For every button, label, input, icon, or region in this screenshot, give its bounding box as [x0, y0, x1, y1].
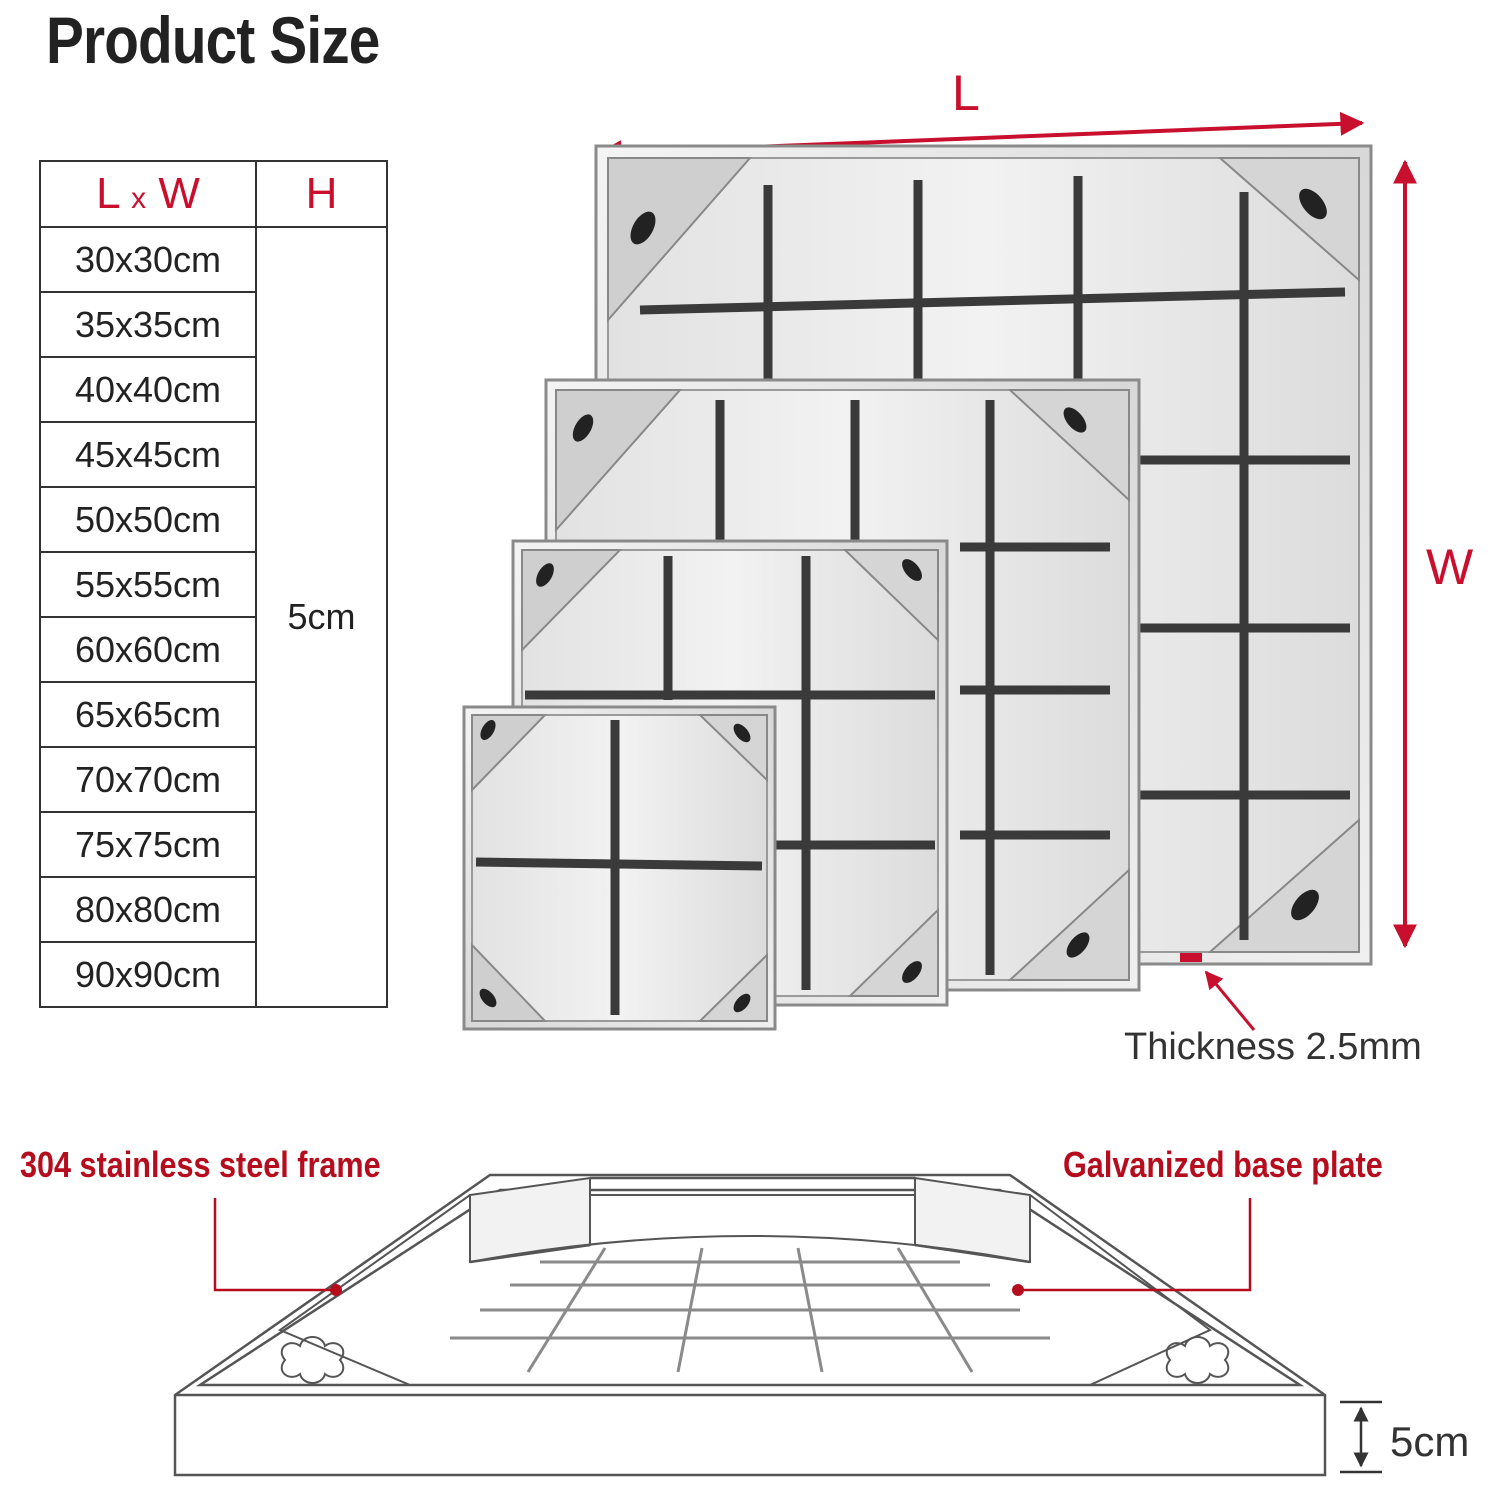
frame-small	[462, 705, 777, 1031]
thickness-marker	[1180, 953, 1202, 962]
size-cell: 75x75cm	[39, 811, 257, 878]
thickness-arrow	[1204, 970, 1256, 1031]
length-label: L	[952, 65, 980, 121]
base-callout-label: Galvanized base plate	[1063, 1144, 1383, 1185]
table-row: 30x30cm 5cm	[39, 226, 388, 1008]
size-cell: 35x35cm	[39, 291, 257, 358]
frame-callout-line	[213, 1198, 336, 1292]
size-cell: 40x40cm	[39, 356, 257, 423]
size-cell: 30x30cm	[39, 226, 257, 293]
table-row: 80x80cm	[39, 876, 387, 943]
size-cell: 70x70cm	[39, 746, 257, 813]
height-label: 5cm	[1390, 1418, 1470, 1465]
frame-perspective	[173, 1173, 1327, 1477]
table-row: 75x75cm	[39, 811, 387, 878]
size-cell: 65x65cm	[39, 681, 257, 748]
header-lxw: L x W	[39, 160, 257, 228]
page-title: Product Size	[46, 3, 380, 77]
height-indicator	[1340, 1400, 1382, 1474]
table-row: 40x40cm	[39, 356, 387, 423]
table-row: 65x65cm	[39, 681, 387, 748]
table-row: 50x50cm	[39, 486, 387, 553]
table-row: 60x60cm	[39, 616, 387, 683]
size-cell: 55x55cm	[39, 551, 257, 618]
width-label: W	[1426, 539, 1474, 595]
table-row: 45x45cm	[39, 421, 387, 488]
thickness-label: Thickness 2.5mm	[1124, 1026, 1422, 1068]
size-cell: 90x90cm	[39, 941, 257, 1008]
base-callout-line	[1018, 1198, 1252, 1292]
frame-callout-label: 304 stainless steel frame	[20, 1144, 381, 1185]
header-h: H	[255, 160, 388, 228]
table-row: 70x70cm	[39, 746, 387, 813]
table-header-row: L x W H	[39, 160, 388, 228]
size-cell: 60x60cm	[39, 616, 257, 683]
table-row: 90x90cm	[39, 941, 387, 1008]
height-cell: 5cm	[255, 226, 388, 1008]
size-cell: 50x50cm	[39, 486, 257, 553]
size-table: L x W H 30x30cm 5cm 35x35cm 40x40cm 45x4…	[39, 160, 388, 1008]
table-row: 55x55cm	[39, 551, 387, 618]
base-callout-dot	[1012, 1284, 1024, 1296]
size-cell: 80x80cm	[39, 876, 257, 943]
size-cell: 45x45cm	[39, 421, 257, 488]
table-row: 35x35cm	[39, 291, 387, 358]
frame-callout-dot	[330, 1284, 342, 1296]
